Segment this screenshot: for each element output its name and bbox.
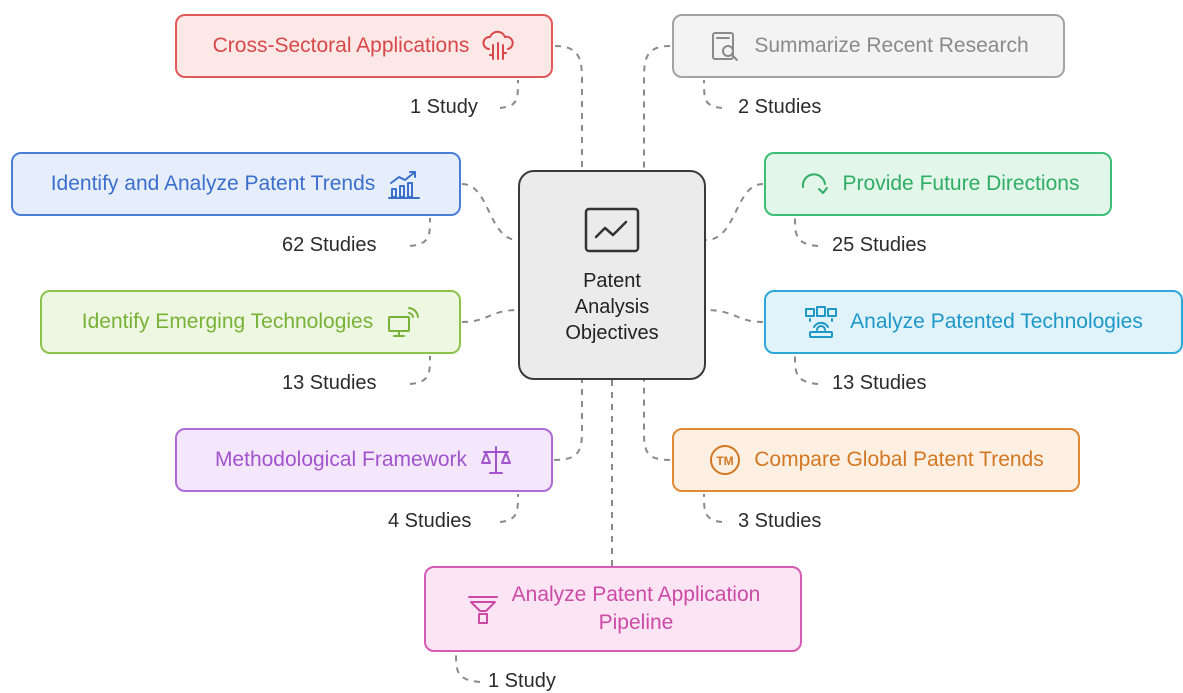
study-count: 1 Study bbox=[410, 96, 478, 118]
connector-summarize bbox=[643, 45, 671, 170]
connector-count-summarize bbox=[703, 79, 723, 109]
line-chart-icon bbox=[584, 207, 640, 253]
node-identify-analyze-patent-trends: Identify and Analyze Patent Trends bbox=[11, 152, 461, 216]
study-count: 4 Studies bbox=[388, 510, 472, 532]
node-label: Methodological Framework bbox=[214, 448, 468, 471]
cloud-network-icon bbox=[481, 29, 515, 63]
connector-count-patented-tech bbox=[794, 355, 819, 385]
connector-count-identify-trends bbox=[409, 217, 431, 247]
study-count: 1 Study bbox=[488, 670, 556, 692]
connector-future bbox=[705, 183, 764, 241]
node-label: Identify and Analyze Patent Trends bbox=[50, 172, 376, 195]
node-methodological-framework: Methodological Framework bbox=[175, 428, 553, 492]
svg-text:TM: TM bbox=[717, 454, 734, 468]
funnel-icon bbox=[466, 592, 500, 626]
connector-global bbox=[643, 380, 671, 461]
connector-count-methodology bbox=[499, 493, 519, 523]
central-topic: Patent Analysis Objectives bbox=[518, 170, 706, 380]
connector-cross-sectoral bbox=[554, 45, 583, 170]
node-label: Identify Emerging Technologies bbox=[81, 310, 374, 333]
node-provide-future-directions: Provide Future Directions bbox=[764, 152, 1112, 216]
node-label: Compare Global Patent Trends bbox=[754, 448, 1044, 471]
node-identify-emerging-technologies: Identify Emerging Technologies bbox=[40, 290, 461, 354]
connector-patented-tech bbox=[705, 309, 764, 323]
node-label: Analyze Patented Technologies bbox=[850, 310, 1143, 333]
node-label: Summarize Recent Research bbox=[754, 34, 1029, 57]
network-devices-icon bbox=[804, 305, 838, 339]
node-summarize-recent-research: Summarize Recent Research bbox=[672, 14, 1065, 78]
connector-count-emerging bbox=[409, 355, 431, 385]
connector-count-pipeline bbox=[455, 653, 481, 683]
node-cross-sectoral-applications: Cross-Sectoral Applications bbox=[175, 14, 553, 78]
node-analyze-patent-application-pipeline: Analyze Patent Application Pipeline bbox=[424, 566, 802, 652]
study-count: 62 Studies bbox=[282, 234, 377, 256]
document-search-icon bbox=[708, 29, 742, 63]
study-count: 2 Studies bbox=[738, 96, 822, 118]
node-label: Analyze Patent Application Pipeline bbox=[511, 583, 761, 634]
connector-methodology bbox=[553, 380, 583, 461]
connector-identify-trends bbox=[461, 183, 519, 241]
node-compare-global-patent-trends: TM Compare Global Patent Trends bbox=[672, 428, 1080, 492]
monitor-wifi-icon bbox=[385, 305, 420, 339]
connector-count-global bbox=[703, 493, 723, 523]
study-count: 13 Studies bbox=[282, 372, 377, 394]
central-topic-title: Patent Analysis Objectives bbox=[565, 270, 659, 344]
connector-count-future bbox=[794, 217, 819, 247]
study-count: 13 Studies bbox=[832, 372, 927, 394]
trademark-icon: TM bbox=[708, 443, 742, 477]
node-analyze-patented-technologies: Analyze Patented Technologies bbox=[764, 290, 1183, 354]
connector-emerging bbox=[461, 309, 519, 323]
bar-chart-trend-icon bbox=[387, 167, 421, 201]
study-count: 25 Studies bbox=[832, 234, 927, 256]
node-label: Provide Future Directions bbox=[842, 172, 1080, 195]
connector-count-cross-sectoral bbox=[499, 79, 519, 109]
balance-scale-icon bbox=[479, 443, 513, 477]
redo-arrow-icon bbox=[797, 167, 831, 201]
node-label: Cross-Sectoral Applications bbox=[212, 34, 470, 57]
study-count: 3 Studies bbox=[738, 510, 822, 532]
